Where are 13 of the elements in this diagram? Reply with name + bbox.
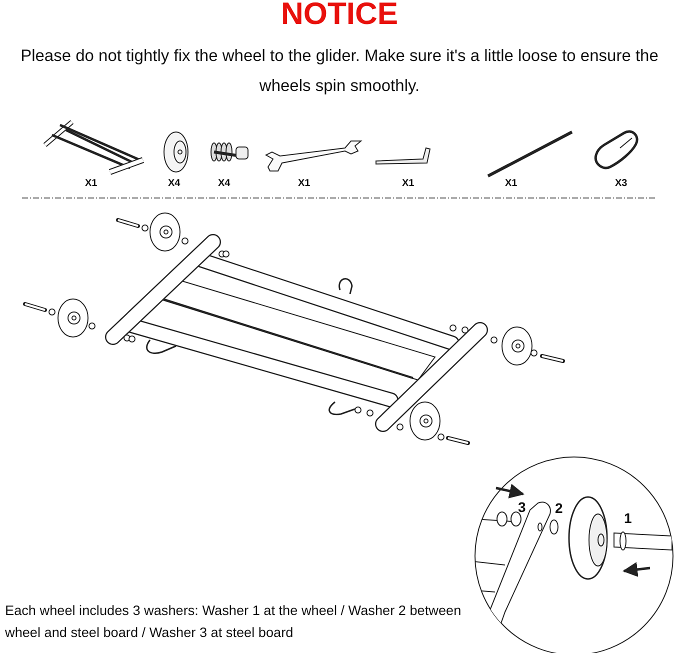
quantity-label: X1 — [402, 178, 414, 189]
notice-text: Please do not tightly fix the wheel to the glider. Make sure it's a little loose to ensure the wheels spin smoothly. — [20, 46, 660, 97]
quantity-label: X3 — [615, 178, 628, 189]
quantity-label: X1 — [505, 178, 518, 189]
quantity-label: X4 — [168, 178, 180, 189]
quantity-label: X4 — [218, 178, 230, 189]
callout-number: 2 — [555, 500, 563, 516]
caption-text: Each wheel includes 3 washers: Washer 1 at the wheel / Washer 2 between wheel and steel board / Washer 3 at steel board — [5, 602, 462, 642]
callout-number: 3 — [518, 499, 526, 515]
callout-number: 1 — [624, 510, 632, 526]
quantity-label: X1 — [298, 178, 310, 189]
notice-heading: NOTICE — [280, 0, 400, 32]
quantity-label: X1 — [85, 178, 98, 189]
